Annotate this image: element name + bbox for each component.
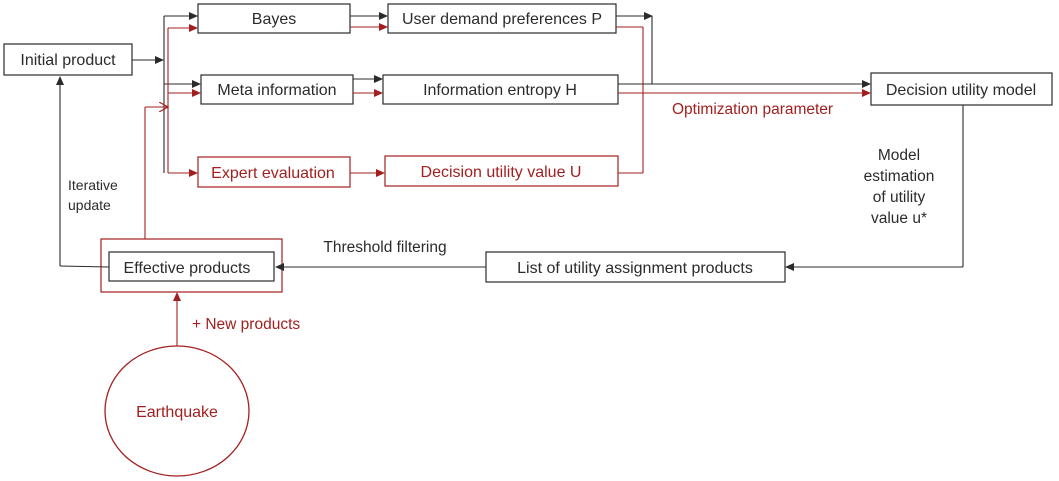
threshold-filtering-label: Threshold filtering [323,239,446,256]
new-products-label: + New products [192,316,300,333]
expert-evaluation-label: Expert evaluation [211,165,335,182]
decision-utility-value-label: Decision utility value U [421,164,582,181]
model-estimation-line-2: estimation [864,168,935,185]
decision-utility-model-label: Decision utility model [886,82,1036,99]
iterative-update-label: Iterative update [68,177,118,213]
optimization-parameter-label: Optimization parameter [672,101,833,118]
utility-assignment-list-label: List of utility assignment products [517,260,753,277]
effective-products-node: Effective products [100,238,283,293]
utility-assignment-list-node: List of utility assignment products [485,251,786,283]
user-demand-label: User demand preferences P [402,11,602,28]
meta-information-label: Meta information [217,82,336,99]
information-entropy-node: Information entropy H [382,74,619,105]
iterative-update-line-2: update [68,197,111,213]
user-demand-node: User demand preferences P [387,3,617,34]
information-entropy-label: Information entropy H [423,82,577,99]
earthquake-node: Earthquake [104,345,250,477]
earthquake-label: Earthquake [136,404,218,421]
decision-utility-value-node: Decision utility value U [384,155,619,187]
decision-utility-model-node: Decision utility model [870,72,1053,106]
model-estimation-line-4: value u* [871,210,927,227]
bayes-node: Bayes [197,3,351,34]
expert-evaluation-node: Expert evaluation [197,156,351,188]
model-estimation-line-1: Model [878,147,920,164]
bayes-label: Bayes [252,11,296,28]
black-connectors [56,12,964,271]
initial-product-label: Initial product [20,52,116,69]
effective-products-label: Effective products [124,260,251,277]
iterative-update-line-1: Iterative [68,177,118,193]
initial-product-node: Initial product [3,43,133,76]
model-estimation-label: Model estimation of utility value u* [864,147,935,227]
meta-information-node: Meta information [200,74,354,105]
model-estimation-line-3: of utility [873,189,926,206]
red-connectors [144,23,871,346]
